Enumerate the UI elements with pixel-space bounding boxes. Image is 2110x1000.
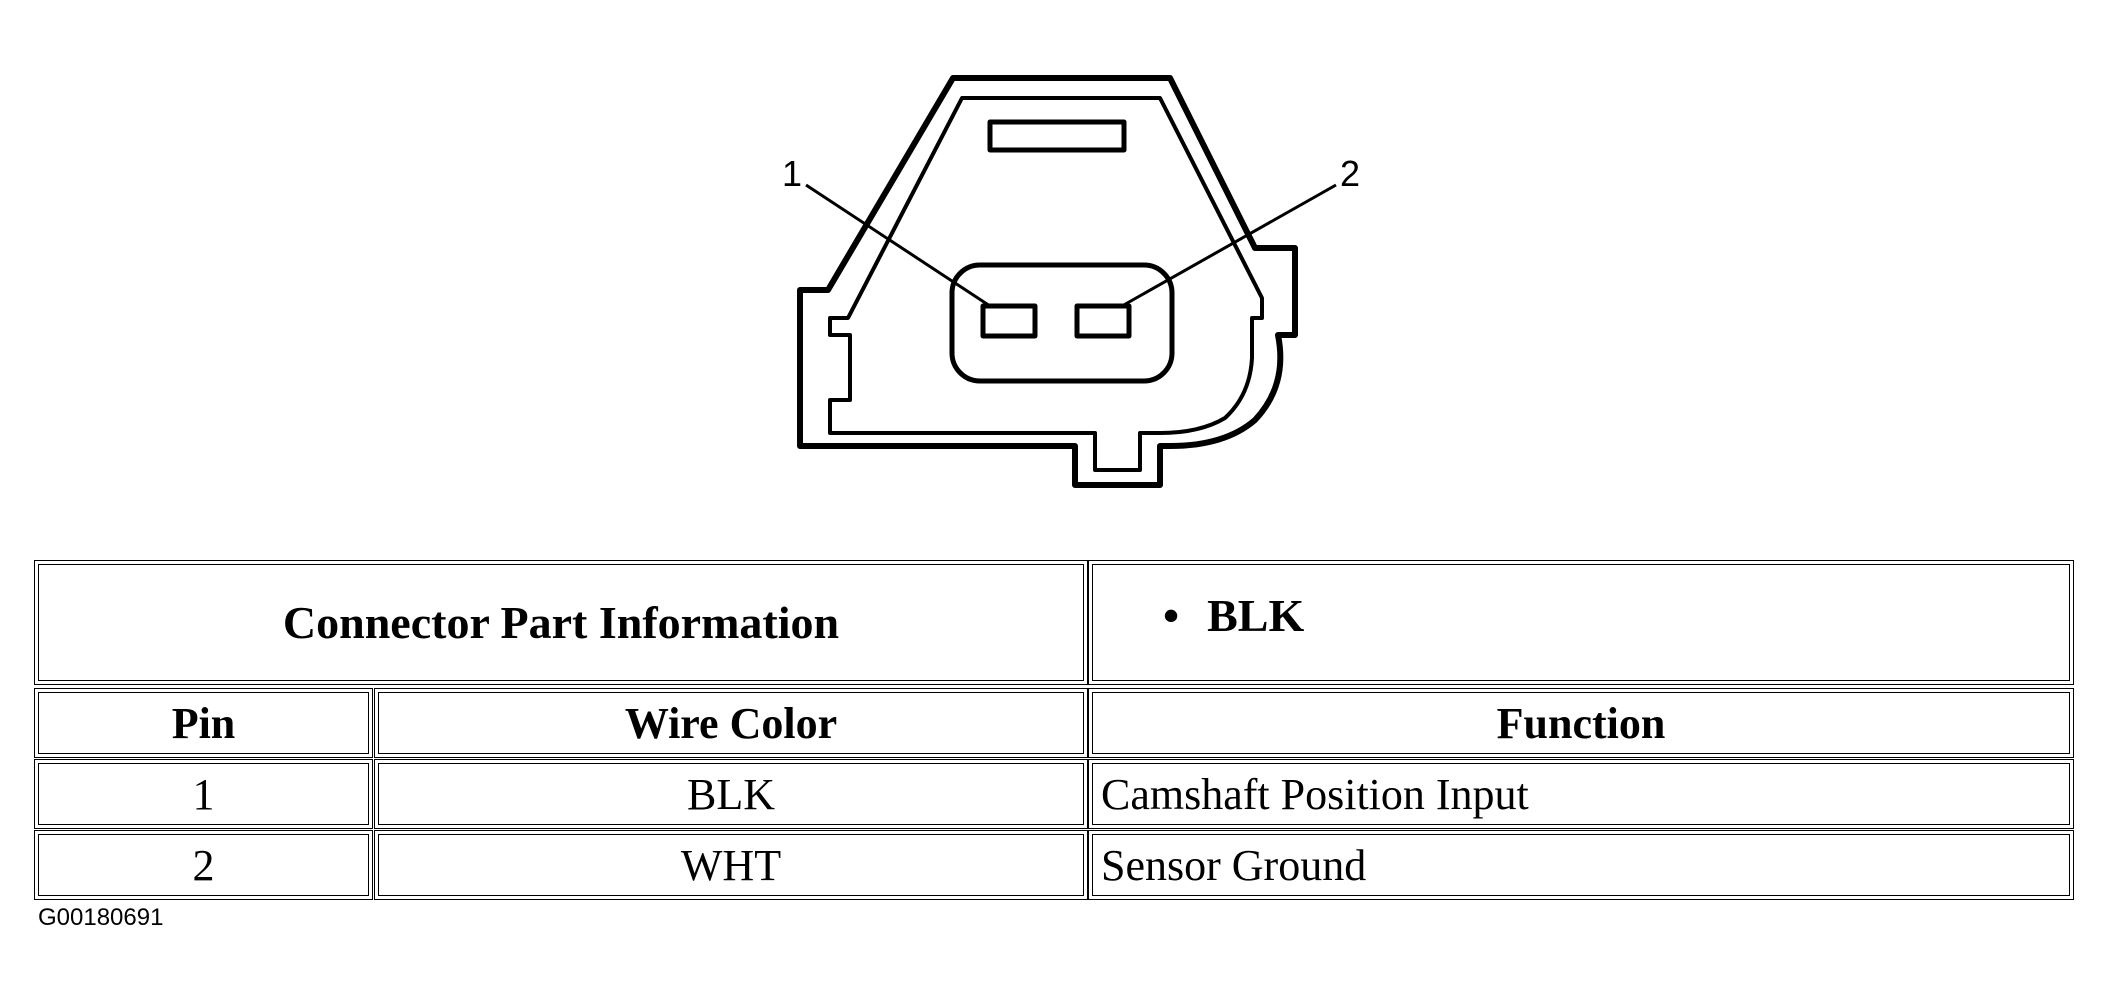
header-function: Function: [1088, 688, 2074, 758]
row-1-function: Camshaft Position Input: [1088, 759, 2074, 829]
connector-part-info-title: Connector Part Information: [34, 560, 1088, 685]
pin-2-terminal: [1074, 303, 1132, 339]
connector-housing-inner: [828, 96, 1264, 472]
row-1-wire-color: BLK: [374, 759, 1088, 829]
terminal-cavity-boss: [949, 262, 1175, 384]
header-wire-color: Wire Color: [374, 688, 1088, 758]
pin-1-leader-line: [805, 183, 991, 308]
connector-housing-outer: [797, 75, 1298, 488]
figure-id: G00180691: [38, 904, 164, 931]
row-2-wire-color: WHT: [374, 830, 1088, 900]
locking-tab-slot: [987, 119, 1127, 153]
row-2-function: Sensor Ground: [1088, 830, 2074, 900]
pin-2-label: 2: [1340, 153, 1360, 194]
header-pin: Pin: [34, 688, 373, 758]
pin-2-leader-line: [1121, 183, 1337, 308]
pin-1-terminal: [980, 303, 1038, 339]
row-2-pin: 2: [34, 830, 373, 900]
bullet-icon: •: [1163, 590, 1180, 641]
connector-color-value: BLK: [1207, 590, 1305, 641]
connector-part-info-bullet: • BLK: [1088, 560, 2074, 685]
row-1-pin: 1: [34, 759, 373, 829]
connector-face-diagram: 1 2: [782, 75, 1360, 488]
pin-1-label: 1: [782, 153, 802, 194]
